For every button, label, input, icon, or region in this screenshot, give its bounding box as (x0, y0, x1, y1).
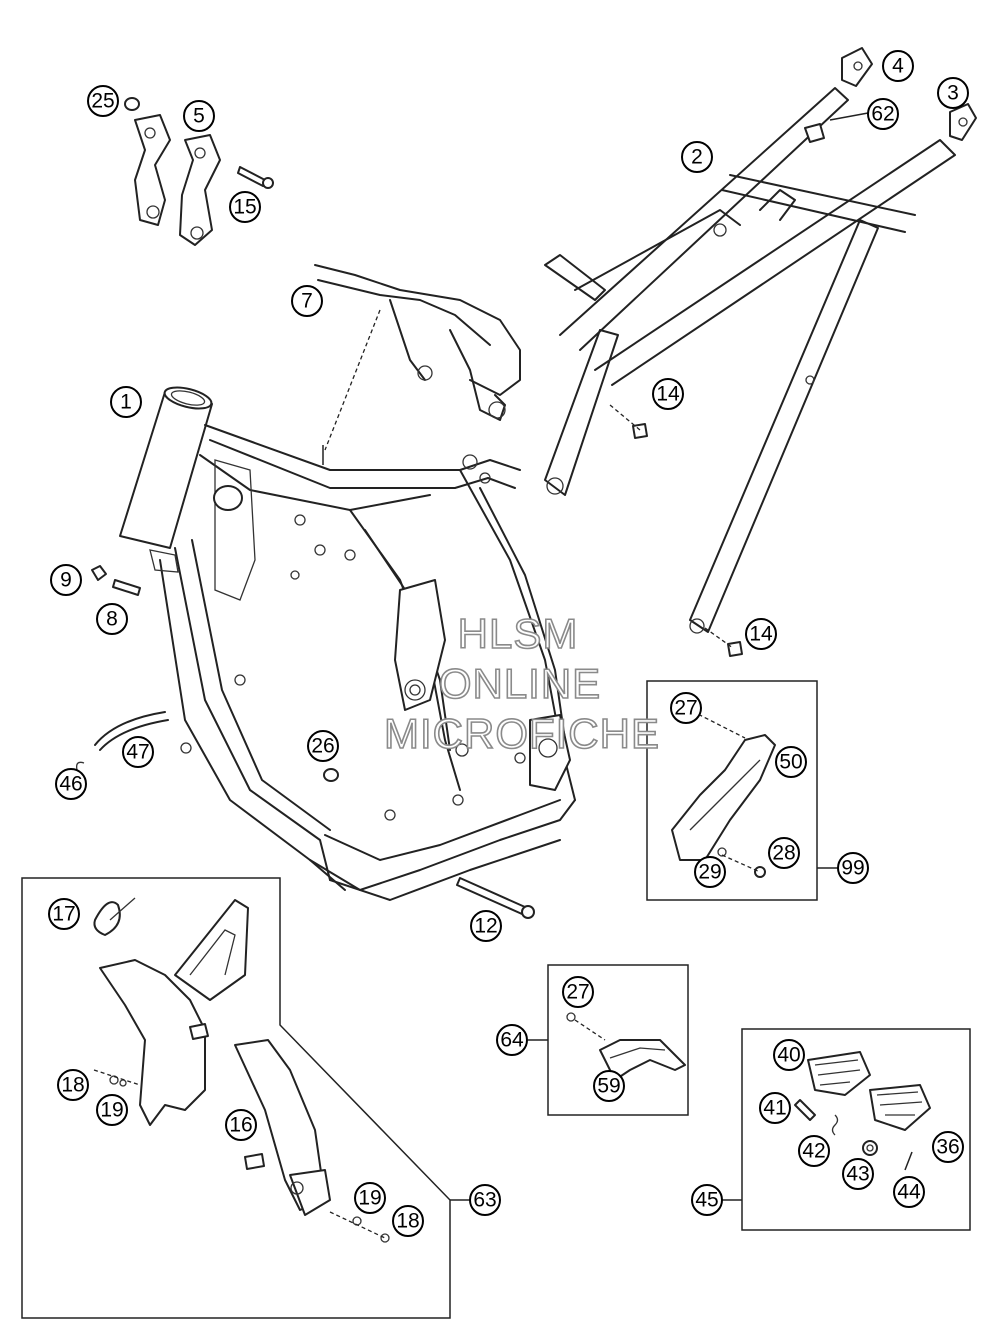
watermark: HLSM ONLINE MICROFICHE (383, 609, 660, 758)
callout-14-lower: 14 (745, 618, 777, 650)
callout-18-right: 18 (392, 1205, 424, 1237)
callout-5: 5 (183, 100, 215, 132)
callout-19-right-label: 19 (358, 1187, 381, 1210)
callout-28-label: 28 (772, 842, 795, 865)
callout-4-label: 4 (892, 55, 904, 78)
subframe-drawing (544, 47, 977, 657)
callout-62-label: 62 (871, 103, 894, 126)
callout-2-label: 2 (691, 146, 703, 169)
callout-59-label: 59 (597, 1075, 620, 1098)
leader-lines (450, 112, 869, 1201)
callout-99: 99 (837, 852, 869, 884)
callout-40-label: 40 (777, 1044, 800, 1067)
callout-18-left: 18 (57, 1069, 89, 1101)
callout-27-upper-label: 27 (674, 697, 697, 720)
callout-36: 36 (932, 1131, 964, 1163)
callout-3-label: 3 (947, 82, 959, 105)
callout-62: 62 (867, 98, 899, 130)
callout-27-lower: 27 (562, 976, 594, 1008)
callout-4: 4 (882, 50, 914, 82)
callout-27-upper: 27 (670, 692, 702, 724)
callout-43-label: 43 (846, 1163, 869, 1186)
main-frame-drawing (119, 386, 576, 901)
callout-63: 63 (469, 1184, 501, 1216)
callout-63-label: 63 (473, 1189, 496, 1212)
guard-plates-drawing (124, 97, 274, 246)
callout-29: 29 (694, 856, 726, 888)
callout-47-label: 47 (126, 741, 149, 764)
callout-47: 47 (122, 736, 154, 768)
callout-44-label: 44 (897, 1181, 921, 1204)
callout-14-lower-label: 14 (749, 623, 773, 646)
callout-50-label: 50 (779, 751, 802, 774)
callout-12-label: 12 (474, 915, 497, 938)
callout-7-label: 7 (301, 290, 313, 313)
callout-19-right: 19 (354, 1182, 386, 1214)
callout-46-label: 46 (59, 773, 82, 796)
callout-43: 43 (842, 1158, 874, 1190)
callout-8: 8 (96, 603, 128, 635)
callout-25-label: 25 (91, 90, 114, 113)
callout-26-label: 26 (311, 735, 334, 758)
callout-15: 15 (229, 191, 261, 223)
callout-41: 41 (759, 1092, 791, 1124)
callout-25: 25 (87, 85, 119, 117)
callout-16: 16 (225, 1109, 257, 1141)
callout-45-label: 45 (695, 1189, 718, 1212)
callout-5-label: 5 (193, 105, 205, 128)
kit-64-box (547, 964, 689, 1116)
callout-27-lower-label: 27 (566, 981, 589, 1004)
callout-50: 50 (775, 746, 807, 778)
bracket-drawing (314, 264, 521, 451)
callout-17: 17 (48, 898, 80, 930)
callout-3: 3 (937, 77, 969, 109)
callout-28: 28 (768, 837, 800, 869)
callout-18-right-label: 18 (396, 1210, 419, 1233)
callout-14-upper: 14 (652, 378, 684, 410)
small-parts-drawing (76, 565, 535, 919)
callout-18-left-label: 18 (61, 1074, 84, 1097)
callout-19-left: 19 (96, 1094, 128, 1126)
callout-14-upper-label: 14 (656, 383, 680, 406)
callout-8-label: 8 (106, 608, 118, 631)
callout-1-label: 1 (120, 391, 132, 414)
callout-16-label: 16 (229, 1114, 252, 1137)
callout-99-label: 99 (841, 857, 864, 880)
callout-45: 45 (691, 1184, 723, 1216)
callout-1: 1 (110, 386, 142, 418)
callout-2: 2 (681, 141, 713, 173)
callout-42: 42 (798, 1135, 830, 1167)
callout-41-label: 41 (763, 1097, 786, 1120)
watermark-line-3: MICROFICHE (384, 710, 660, 757)
callout-12: 12 (470, 910, 502, 942)
kit-45-box (741, 1028, 971, 1231)
callout-46: 46 (55, 768, 87, 800)
callout-15-label: 15 (233, 196, 256, 219)
callout-17-label: 17 (52, 903, 75, 926)
watermark-line-1: HLSM (458, 610, 579, 657)
callout-42-label: 42 (802, 1140, 825, 1163)
watermark-line-2: ONLINE (439, 660, 601, 707)
callout-19-left-label: 19 (100, 1099, 123, 1122)
callout-9-label: 9 (60, 569, 72, 592)
kit-63-box (21, 877, 451, 1319)
callout-36-label: 36 (936, 1136, 959, 1159)
callout-59: 59 (593, 1070, 625, 1102)
callout-44: 44 (893, 1176, 925, 1208)
callout-9: 9 (50, 564, 82, 596)
callout-64: 64 (496, 1024, 528, 1056)
callout-64-label: 64 (500, 1029, 524, 1052)
callout-7: 7 (291, 285, 323, 317)
callout-26: 26 (307, 730, 339, 762)
callout-29-label: 29 (698, 861, 721, 884)
callout-40: 40 (773, 1039, 805, 1071)
